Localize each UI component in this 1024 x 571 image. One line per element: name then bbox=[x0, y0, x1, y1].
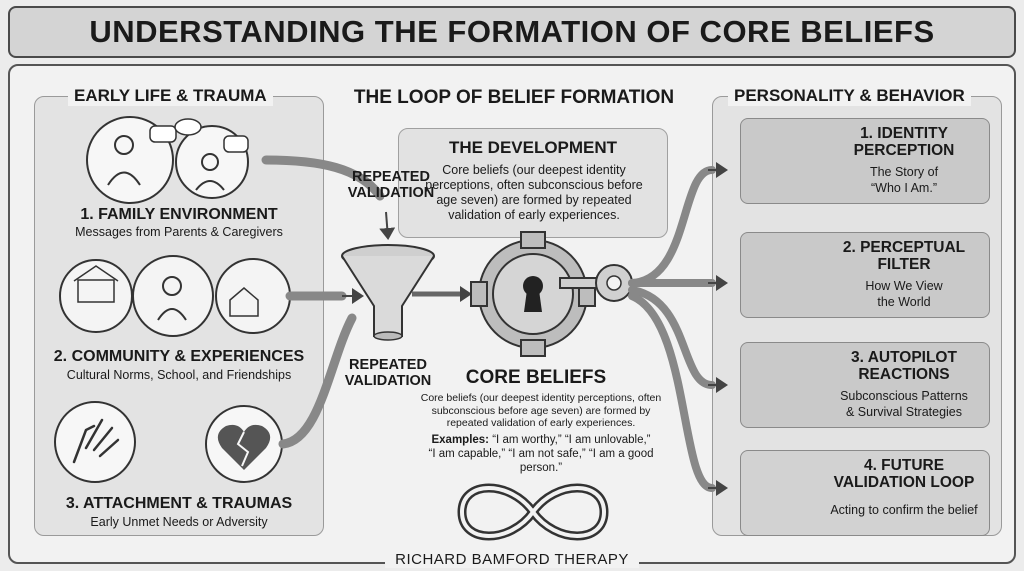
repeated-validation-bottom: REPEATED VALIDATION bbox=[344, 357, 432, 389]
left-item-subtitle-3: Early Unmet Needs or Adversity bbox=[90, 515, 268, 529]
right-card-title-3: 3. AUTOPILOT REACTIONS bbox=[851, 349, 957, 384]
left-item-subtitle-1: Messages from Parents & Caregivers bbox=[75, 225, 283, 239]
family-icon bbox=[86, 116, 249, 204]
right-card-title-2: 2. PERCEPTUAL FILTER bbox=[842, 239, 966, 274]
right-card-title-4: 4. FUTURE VALIDATION LOOP bbox=[833, 457, 975, 492]
right-card-subtitle-2: How We View the World bbox=[865, 279, 943, 309]
left-panel-heading: EARLY LIFE & TRAUMA bbox=[68, 86, 273, 106]
funnel-icon bbox=[341, 244, 435, 341]
left-item-title-2: 2. COMMUNITY & EXPERIENCES bbox=[53, 348, 305, 365]
development-text: Core beliefs (our deepest identity perce… bbox=[425, 163, 643, 222]
right-panel-heading: PERSONALITY & BEHAVIOR bbox=[728, 86, 971, 106]
examples-label: Examples: bbox=[431, 434, 490, 446]
core-beliefs-title: CORE BELIEFS bbox=[465, 367, 607, 388]
examples-line-1: “I am worthy,” “I am unlovable,” bbox=[492, 434, 651, 446]
infinity-icon bbox=[457, 483, 609, 541]
center-heading: THE LOOP OF BELIEF FORMATION bbox=[353, 87, 675, 108]
core-beliefs-text: Core beliefs (our deepest identity perce… bbox=[420, 392, 662, 430]
left-item-subtitle-2: Cultural Norms, School, and Friendships bbox=[66, 368, 292, 382]
gear-keyhole-icon bbox=[470, 231, 596, 357]
right-card-title-1: 1. IDENTITY PERCEPTION bbox=[853, 125, 955, 160]
right-card-filter: 2. PERCEPTUAL FILTER How We View the Wor… bbox=[740, 232, 990, 318]
broken-heart-icon bbox=[205, 405, 283, 483]
examples-line-2: “I am capable,” “I am not safe,” “I am a… bbox=[428, 447, 654, 474]
community-icon bbox=[59, 255, 291, 337]
title-banner: UNDERSTANDING THE FORMATION OF CORE BELI… bbox=[8, 6, 1016, 58]
development-title: THE DEVELOPMENT bbox=[448, 138, 618, 157]
development-card: THE DEVELOPMENT Core beliefs (our deepes… bbox=[398, 128, 668, 238]
left-item-title-1: 1. FAMILY ENVIRONMENT bbox=[80, 206, 278, 223]
repeated-validation-top: REPEATED VALIDATION bbox=[347, 169, 435, 201]
key-icon bbox=[559, 264, 633, 302]
right-card-subtitle-4: Acting to confirm the belief bbox=[830, 503, 978, 517]
right-card-autopilot: 3. AUTOPILOT REACTIONS Subconscious Patt… bbox=[740, 342, 990, 428]
right-card-subtitle-3: Subconscious Patterns & Survival Strateg… bbox=[840, 389, 968, 419]
core-beliefs-examples: Examples: “I am worthy,” “I am unlovable… bbox=[406, 434, 676, 475]
right-card-identity: 1. IDENTITY PERCEPTION The Story of “Who… bbox=[740, 118, 990, 204]
hands-icon bbox=[54, 401, 136, 483]
footer: RICHARD BAMFORD THERAPY bbox=[0, 551, 1024, 569]
footer-credit: RICHARD BAMFORD THERAPY bbox=[385, 551, 639, 568]
left-item-title-3: 3. ATTACHMENT & TRAUMAS bbox=[65, 495, 293, 512]
right-card-future-loop: 4. FUTURE VALIDATION LOOP Acting to conf… bbox=[740, 450, 990, 536]
right-card-subtitle-1: The Story of “Who I Am.” bbox=[869, 165, 939, 195]
page-title: UNDERSTANDING THE FORMATION OF CORE BELI… bbox=[89, 14, 935, 49]
